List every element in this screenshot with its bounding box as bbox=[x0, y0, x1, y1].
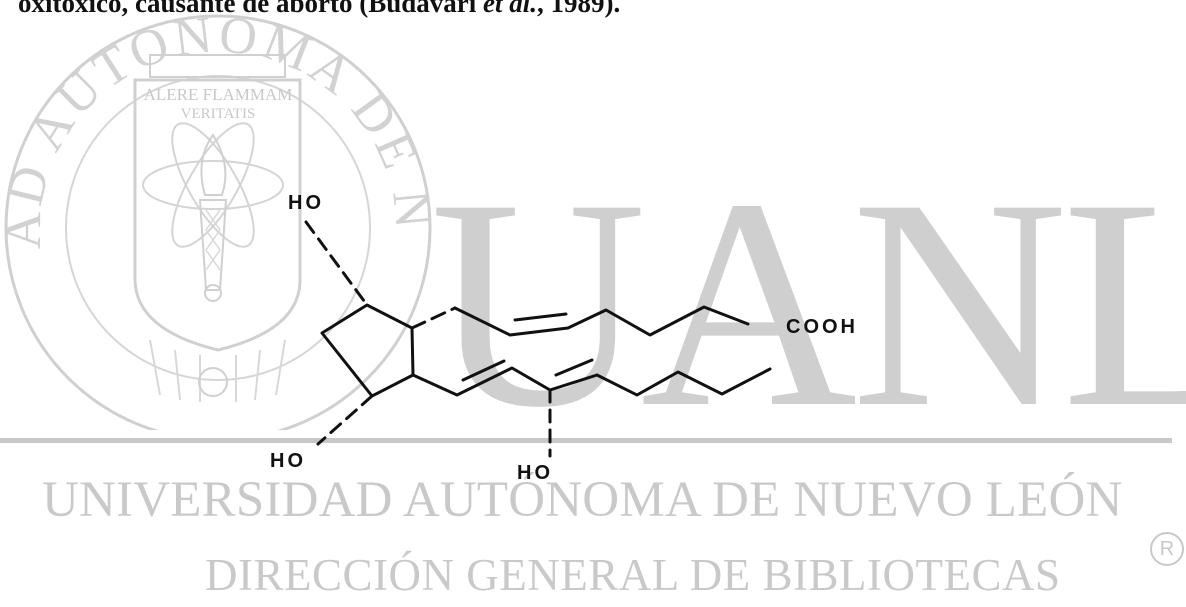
hydroxyl-label-bottom-mid: HO bbox=[517, 462, 553, 484]
citation-etal: et al. bbox=[483, 0, 537, 18]
citation-author: (Budavari bbox=[359, 0, 483, 18]
sentence-fragment: oxitóxico, causante de aborto bbox=[18, 0, 353, 18]
carboxyl-label: COOH bbox=[786, 316, 858, 338]
citation-year: , 1989). bbox=[537, 0, 621, 18]
hydroxyl-label-bottom-left: HO bbox=[270, 450, 306, 472]
hydroxyl-label-top: HO bbox=[288, 192, 324, 214]
body-text-line: oxitóxico, causante de aborto (Budavari … bbox=[18, 0, 620, 19]
